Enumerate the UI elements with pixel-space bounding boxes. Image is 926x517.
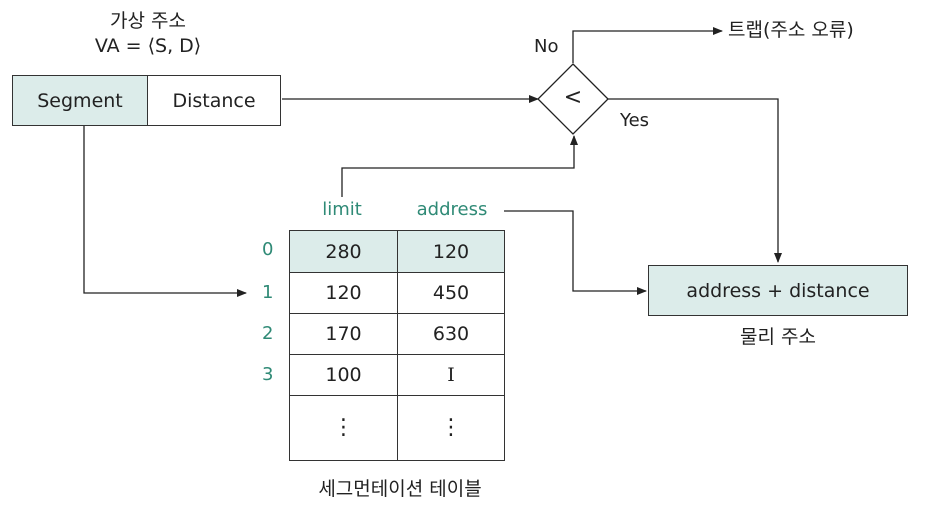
physical-address-caption: 물리 주소 xyxy=(740,326,816,348)
segment-to-table-arrow xyxy=(83,126,247,297)
limit-cell: 170 xyxy=(325,322,362,345)
address-cell: 450 xyxy=(432,281,470,304)
virtual-address-title: 가상 주소 xyxy=(110,10,186,32)
virtual-address-formula: VA = ⟨S, D⟩ xyxy=(94,35,202,57)
yes-label: Yes xyxy=(620,110,650,131)
limit-ellipsis-cell: ⋮ xyxy=(332,415,355,440)
compare-diamond xyxy=(537,63,609,135)
address-cell: I xyxy=(447,363,455,386)
segmentation-table: 280 120 120 450 170 630 100 I ⋮ ⋮ xyxy=(289,230,505,461)
address-cell: 120 xyxy=(432,240,470,263)
address-header: address xyxy=(416,199,488,220)
physical-address-box: address + distance xyxy=(648,265,908,316)
address-ellipsis-cell: ⋮ xyxy=(440,415,462,440)
row-index: 0 xyxy=(262,239,274,260)
limit-cell: 120 xyxy=(325,281,362,304)
row-index: 2 xyxy=(262,323,274,344)
row-index: 3 xyxy=(262,364,274,385)
trap-label: 트랩(주소 오류) xyxy=(728,19,854,41)
compare-symbol: < xyxy=(563,85,583,110)
row-index: 1 xyxy=(262,282,274,303)
limit-cell: 100 xyxy=(325,363,362,386)
address-cell: 630 xyxy=(432,322,470,345)
no-to-trap-arrow xyxy=(572,27,723,63)
column-divider xyxy=(397,231,398,460)
segment-field: Segment xyxy=(12,75,148,126)
limit-header: limit xyxy=(322,199,362,220)
distance-field: Distance xyxy=(147,75,281,126)
address-to-physical-arrow xyxy=(504,210,647,295)
no-label: No xyxy=(534,36,559,57)
limit-to-compare-arrow xyxy=(341,135,578,197)
yes-to-physical-arrow xyxy=(608,98,782,263)
limit-cell: 280 xyxy=(325,240,362,263)
table-caption: 세그먼테이션 테이블 xyxy=(318,478,482,500)
